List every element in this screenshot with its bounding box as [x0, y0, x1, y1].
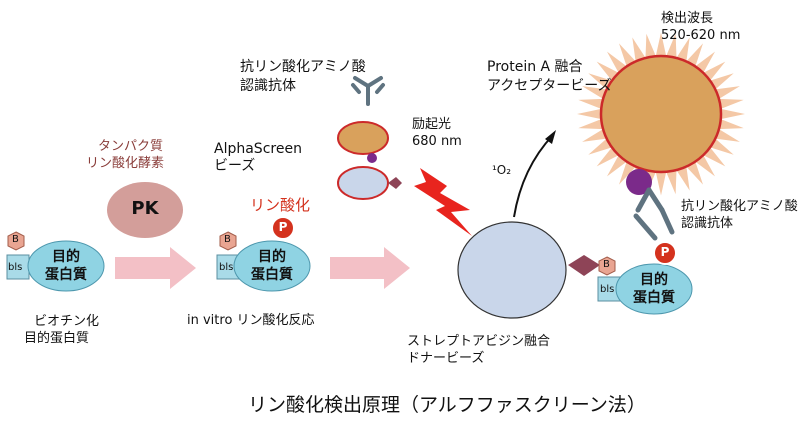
- process-arrow-2: [330, 247, 410, 289]
- biotin-b-label-3: B: [603, 259, 610, 270]
- streptavidin-bead-label: ストレプトアビジン融合 ドナービーズ: [407, 334, 551, 366]
- protein-group-1: [6, 231, 105, 292]
- antibody-icon-top: [351, 76, 385, 106]
- protein-a-circle: [626, 169, 652, 195]
- phospho-p-label-3: P: [660, 245, 670, 259]
- protein-label-1: 目的蛋白質: [45, 249, 87, 283]
- streptavidin-wedge-icon: [568, 255, 600, 276]
- biotin-b-label-1: B: [12, 234, 19, 245]
- phospho-p-label-2: P: [278, 220, 288, 234]
- protein-label-3: 目的蛋白質: [633, 272, 675, 306]
- pk-enzyme: [107, 182, 183, 238]
- antibody-top-label: 抗リン酸化アミノ酸 認識抗体: [240, 59, 366, 94]
- kinase-label: タンパク質 リン酸化酵素: [86, 139, 165, 171]
- biotinylation-label: ビオチン化 目的蛋白質: [24, 314, 100, 346]
- singlet-oxygen-label: ¹O₂: [492, 163, 512, 177]
- protein-group-2: [216, 216, 311, 292]
- lightning-icon: [414, 168, 472, 236]
- singlet-oxygen-arrow: [513, 134, 554, 218]
- detection-wavelength-label: 検出波長 520-620 nm: [661, 11, 741, 43]
- antibody-icon-right: [633, 187, 675, 241]
- bls-label-1: bls: [8, 262, 23, 273]
- phosphorylation-label: リン酸化: [250, 196, 311, 214]
- bls-label-3: bls: [600, 284, 615, 295]
- protein-group-3: [597, 241, 693, 315]
- antibody-right-label: 抗リン酸化アミノ酸 認識抗体: [681, 199, 798, 231]
- in-vitro-label: in vitro リン酸化反応: [187, 313, 315, 328]
- donor-bead-small: [337, 166, 389, 200]
- diagram-title: リン酸化検出原理（アルフファスクリーン法）: [248, 394, 646, 416]
- excitation-label: 励起光 680 nm: [412, 117, 462, 149]
- pk-label: PK: [131, 198, 159, 219]
- process-arrow-1: [115, 247, 196, 289]
- donor-bead-large: [457, 221, 567, 319]
- protein-a-bead-label: Protein A 融合 アクセプタービーズ: [487, 59, 612, 94]
- alphascreen-label: AlphaScreen ビーズ: [214, 141, 302, 174]
- protein-label-2: 目的蛋白質: [251, 249, 293, 283]
- acceptor-bead-small: [337, 121, 389, 155]
- biotin-b-label-2: B: [224, 234, 231, 245]
- acceptor-bead-large: [577, 32, 745, 196]
- bls-label-2: bls: [219, 262, 234, 273]
